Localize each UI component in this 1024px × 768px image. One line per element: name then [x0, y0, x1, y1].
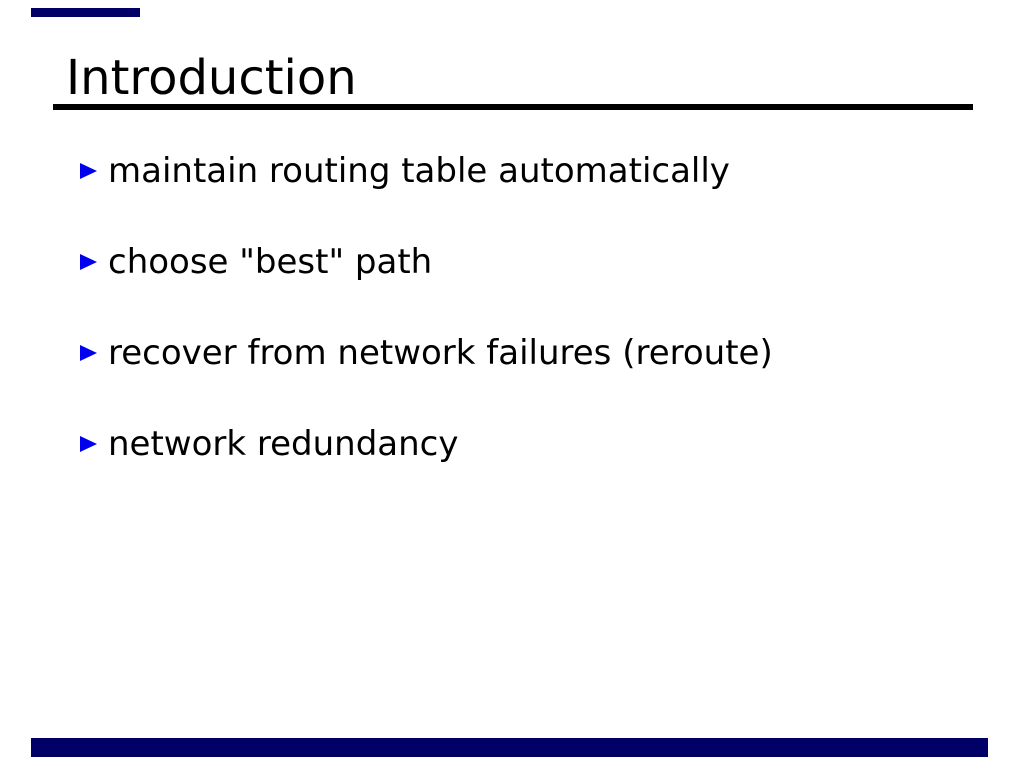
bullet-triangle-icon	[80, 254, 97, 270]
bullet-list: maintain routing table automatically cho…	[80, 149, 773, 513]
bullet-text: choose "best" path	[108, 242, 433, 282]
list-item: recover from network failures (reroute)	[80, 331, 773, 375]
slide-title: Introduction	[66, 50, 357, 106]
list-item: maintain routing table automatically	[80, 149, 773, 193]
footer-bar	[31, 738, 988, 757]
page-progress-bar	[31, 8, 140, 17]
bullet-triangle-icon	[80, 436, 97, 452]
title-underline-rule	[53, 104, 973, 110]
bullet-triangle-icon	[80, 345, 97, 361]
list-item: choose "best" path	[80, 240, 773, 284]
bullet-triangle-icon	[80, 163, 97, 179]
bullet-text: recover from network failures (reroute)	[108, 333, 773, 373]
bullet-text: maintain routing table automatically	[108, 151, 730, 191]
list-item: network redundancy	[80, 422, 773, 466]
bullet-text: network redundancy	[108, 424, 459, 464]
